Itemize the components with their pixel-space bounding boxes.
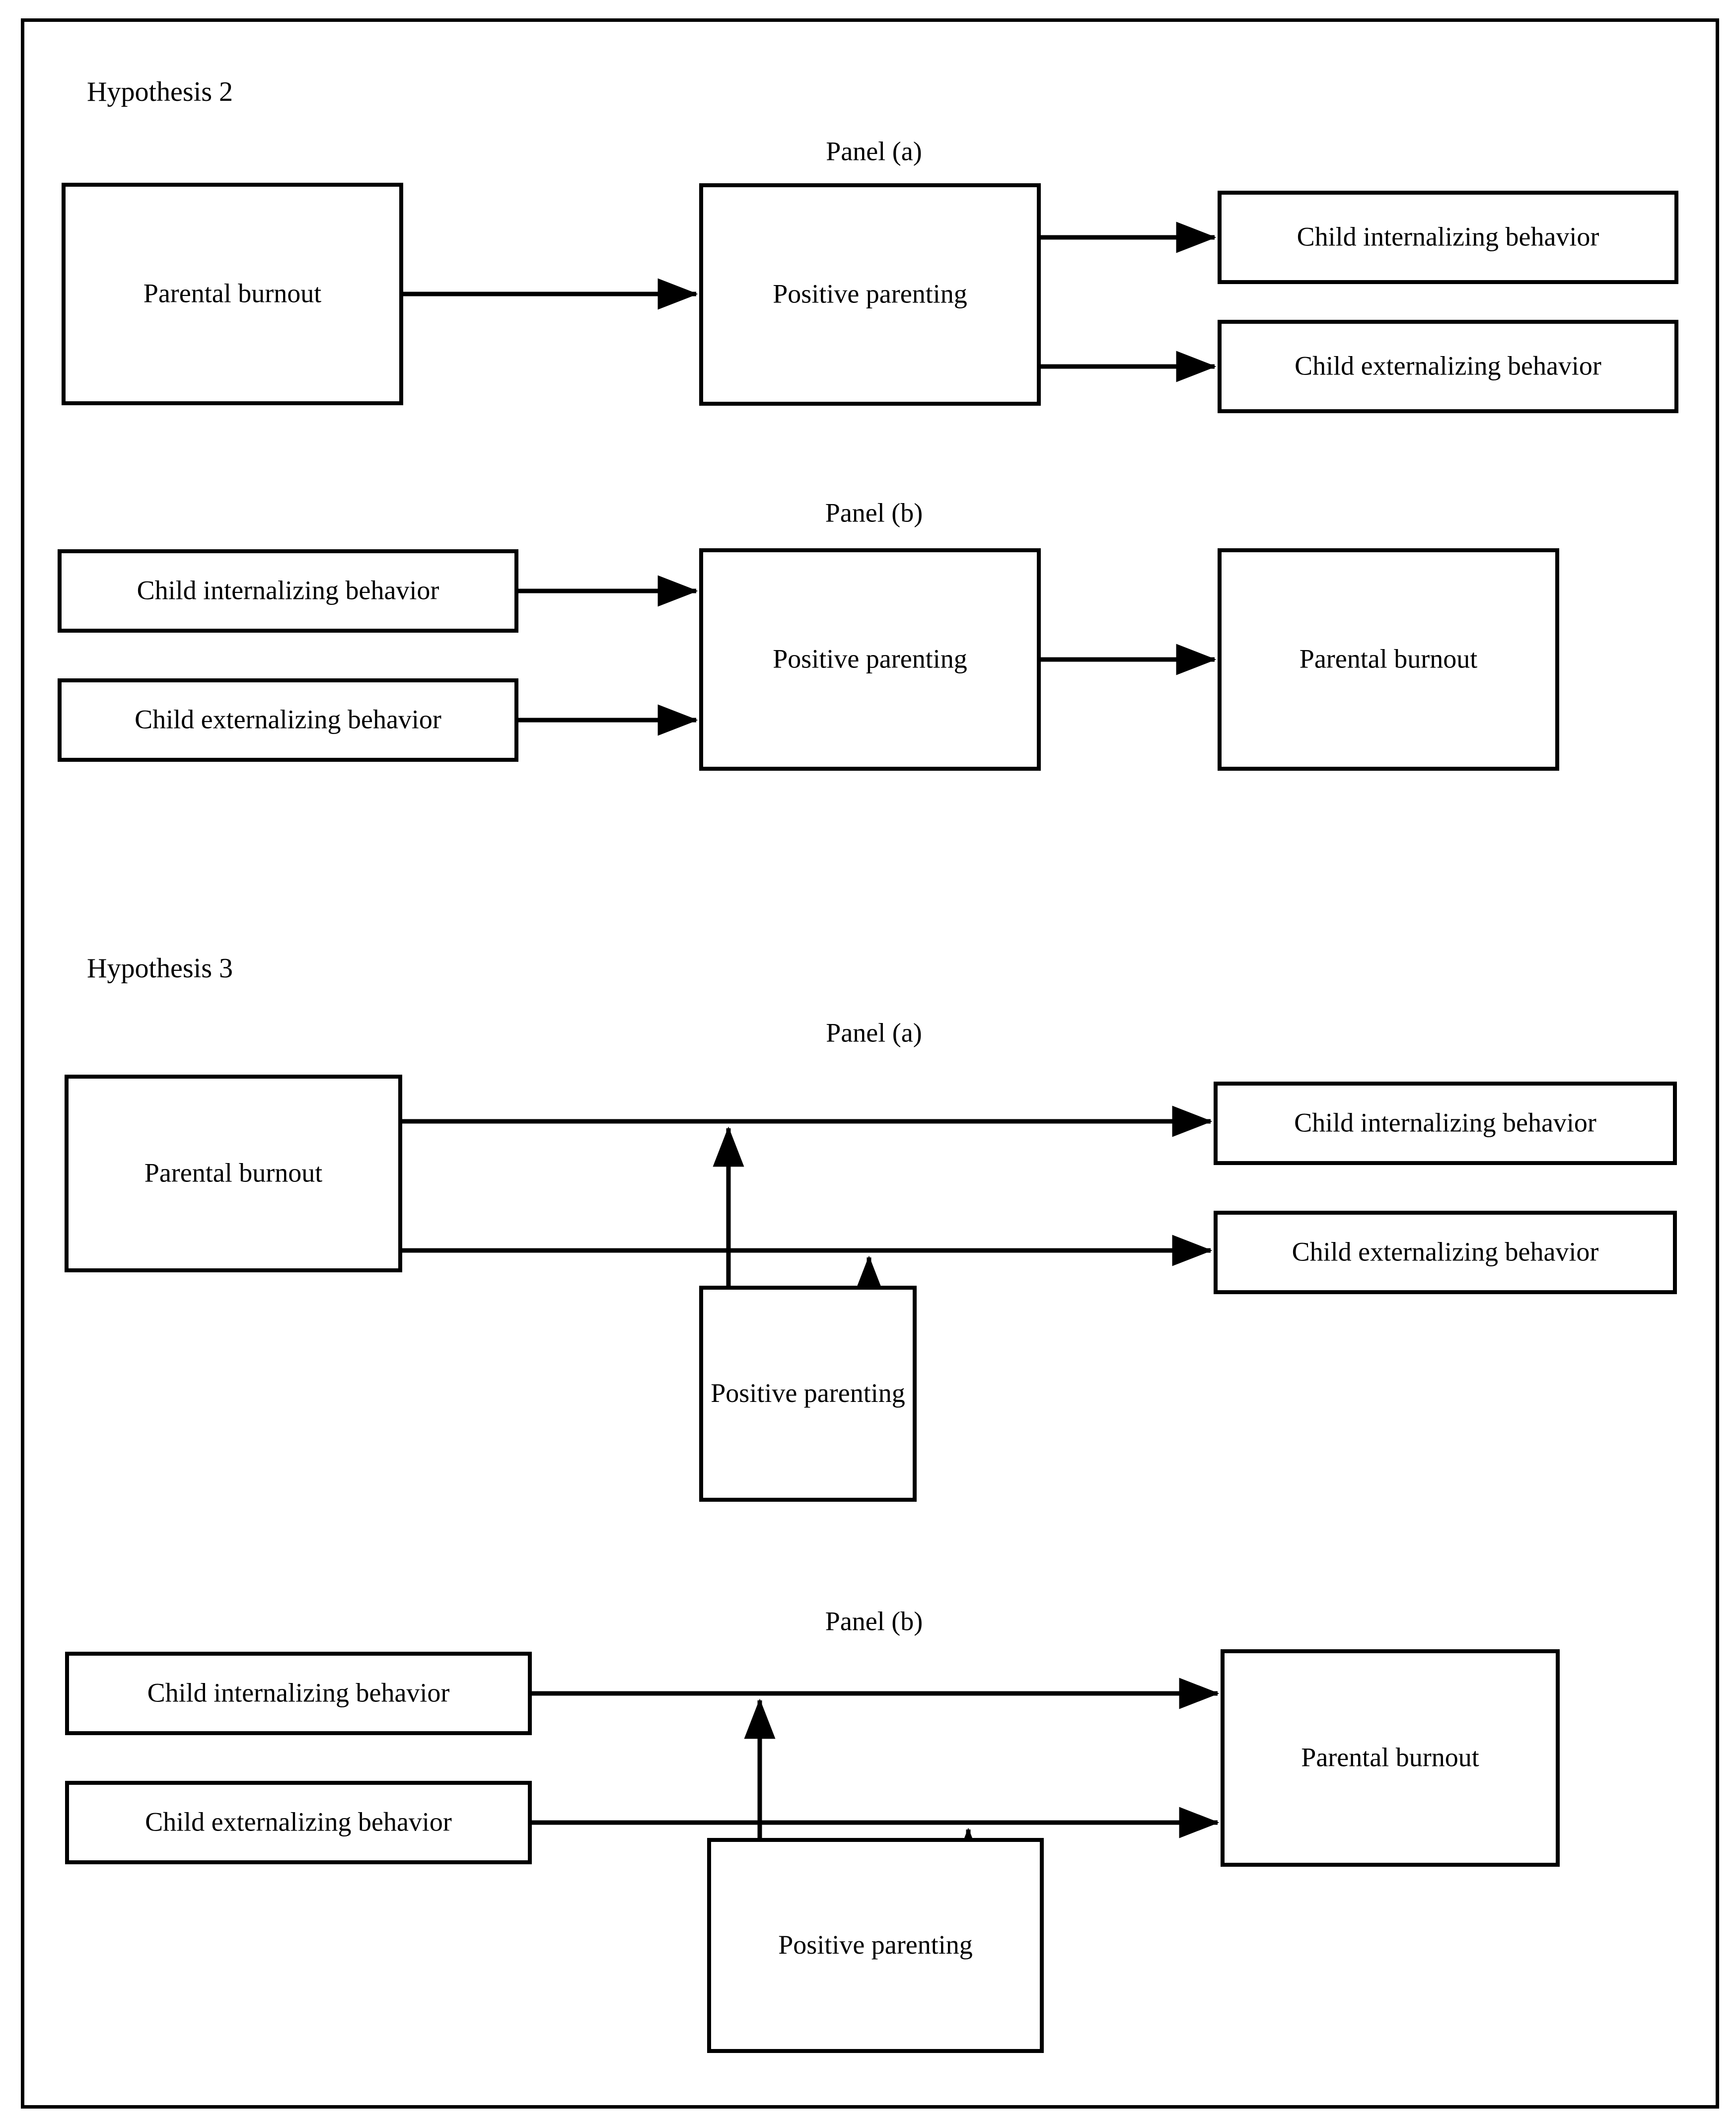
node-label-h2b-child-externalizing: Child externalizing behavior bbox=[135, 704, 441, 734]
panel-label-h2-panel-a: Panel (a) bbox=[826, 136, 922, 166]
node-h3a-positive-parenting[interactable]: Positive parenting bbox=[699, 1286, 917, 1502]
section-title-hypothesis-2: Hypothesis 2 bbox=[87, 76, 233, 107]
node-label-h3a-child-internalizing: Child internalizing behavior bbox=[1294, 1107, 1596, 1137]
panel-h3-panel-b: Panel (b) Child internalizing behaviorChi… bbox=[65, 1606, 1560, 2053]
node-h2a-positive-parenting[interactable]: Positive parenting bbox=[699, 183, 1041, 406]
node-h3b-parental-burnout[interactable]: Parental burnout bbox=[1221, 1649, 1560, 1867]
node-h3b-child-externalizing[interactable]: Child externalizing behavior bbox=[65, 1781, 532, 1864]
node-label-h3b-child-internalizing: Child internalizing behavior bbox=[147, 1678, 450, 1707]
node-box-h3b-parental-burnout bbox=[1221, 1649, 1560, 1867]
node-h3a-child-internalizing[interactable]: Child internalizing behavior bbox=[1214, 1082, 1677, 1165]
node-label-h3b-parental-burnout: Parental burnout bbox=[1301, 1742, 1479, 1772]
node-h2a-parental-burnout[interactable]: Parental burnout bbox=[62, 183, 403, 405]
node-h2b-positive-parenting[interactable]: Positive parenting bbox=[699, 548, 1041, 771]
node-box-h3b-child-internalizing bbox=[65, 1652, 532, 1735]
node-box-h2a-parental-burnout bbox=[62, 183, 403, 405]
panel-h2-panel-a: Panel (a) Parental burnout Positive parent… bbox=[62, 136, 1678, 413]
node-label-h3b-child-externalizing: Child externalizing behavior bbox=[145, 1807, 452, 1836]
node-box-h2a-positive-parenting bbox=[699, 183, 1041, 406]
node-h3b-child-internalizing[interactable]: Child internalizing behavior bbox=[65, 1652, 532, 1735]
panel-label-h3-panel-b: Panel (b) bbox=[825, 1606, 923, 1636]
node-box-h2a-child-internalizing bbox=[1218, 191, 1678, 284]
node-label-h2a-child-internalizing: Child internalizing behavior bbox=[1297, 221, 1599, 251]
section-title-hypothesis-3: Hypothesis 3 bbox=[87, 953, 233, 984]
node-h2a-child-internalizing[interactable]: Child internalizing behavior bbox=[1218, 191, 1678, 284]
node-label-h3a-parental-burnout: Parental burnout bbox=[145, 1158, 322, 1187]
panel-h3-panel-a: Panel (a) Parental burnout Child internali… bbox=[65, 1018, 1677, 1502]
node-h2b-parental-burnout[interactable]: Parental burnout bbox=[1218, 548, 1559, 771]
node-box-h3a-child-internalizing bbox=[1214, 1082, 1677, 1165]
panel-label-h3-panel-a: Panel (a) bbox=[826, 1018, 922, 1047]
node-box-h3b-child-externalizing bbox=[65, 1781, 532, 1864]
node-box-h2b-positive-parenting bbox=[699, 548, 1041, 771]
node-h2a-child-externalizing[interactable]: Child externalizing behavior bbox=[1218, 320, 1678, 413]
node-box-h2a-child-externalizing bbox=[1218, 320, 1678, 413]
node-box-h3b-positive-parenting bbox=[707, 1838, 1044, 2053]
node-label-h2a-positive-parenting: Positive parenting bbox=[773, 279, 967, 308]
node-h2b-child-internalizing[interactable]: Child internalizing behavior bbox=[58, 549, 518, 633]
node-h3a-child-externalizing[interactable]: Child externalizing behavior bbox=[1214, 1211, 1677, 1294]
node-box-h3a-positive-parenting bbox=[699, 1286, 917, 1502]
node-label-h3b-positive-parenting: Positive parenting bbox=[778, 1930, 972, 1960]
node-box-h2b-child-internalizing bbox=[58, 549, 518, 633]
node-box-h2b-parental-burnout bbox=[1218, 548, 1559, 771]
node-h3a-parental-burnout[interactable]: Parental burnout bbox=[65, 1075, 402, 1272]
node-label-h2a-parental-burnout: Parental burnout bbox=[144, 278, 321, 308]
node-label-h2a-child-externalizing: Child externalizing behavior bbox=[1295, 351, 1601, 380]
node-h3b-positive-parenting[interactable]: Positive parenting bbox=[707, 1838, 1044, 2053]
panel-label-h2-panel-b: Panel (b) bbox=[825, 498, 923, 527]
node-label-h3a-positive-parenting: Positive parenting bbox=[711, 1378, 905, 1408]
node-box-h3a-child-externalizing bbox=[1214, 1211, 1677, 1294]
node-label-h2b-positive-parenting: Positive parenting bbox=[773, 644, 967, 673]
node-label-h2b-parental-burnout: Parental burnout bbox=[1300, 644, 1477, 673]
node-h2b-child-externalizing[interactable]: Child externalizing behavior bbox=[58, 678, 518, 762]
node-label-h2b-child-internalizing: Child internalizing behavior bbox=[137, 575, 439, 605]
node-box-h3a-parental-burnout bbox=[65, 1075, 402, 1272]
panel-h2-panel-b: Panel (b) Child internalizing behaviorChi… bbox=[58, 498, 1559, 771]
node-box-h2b-child-externalizing bbox=[58, 678, 518, 762]
node-label-h3a-child-externalizing: Child externalizing behavior bbox=[1292, 1237, 1599, 1266]
